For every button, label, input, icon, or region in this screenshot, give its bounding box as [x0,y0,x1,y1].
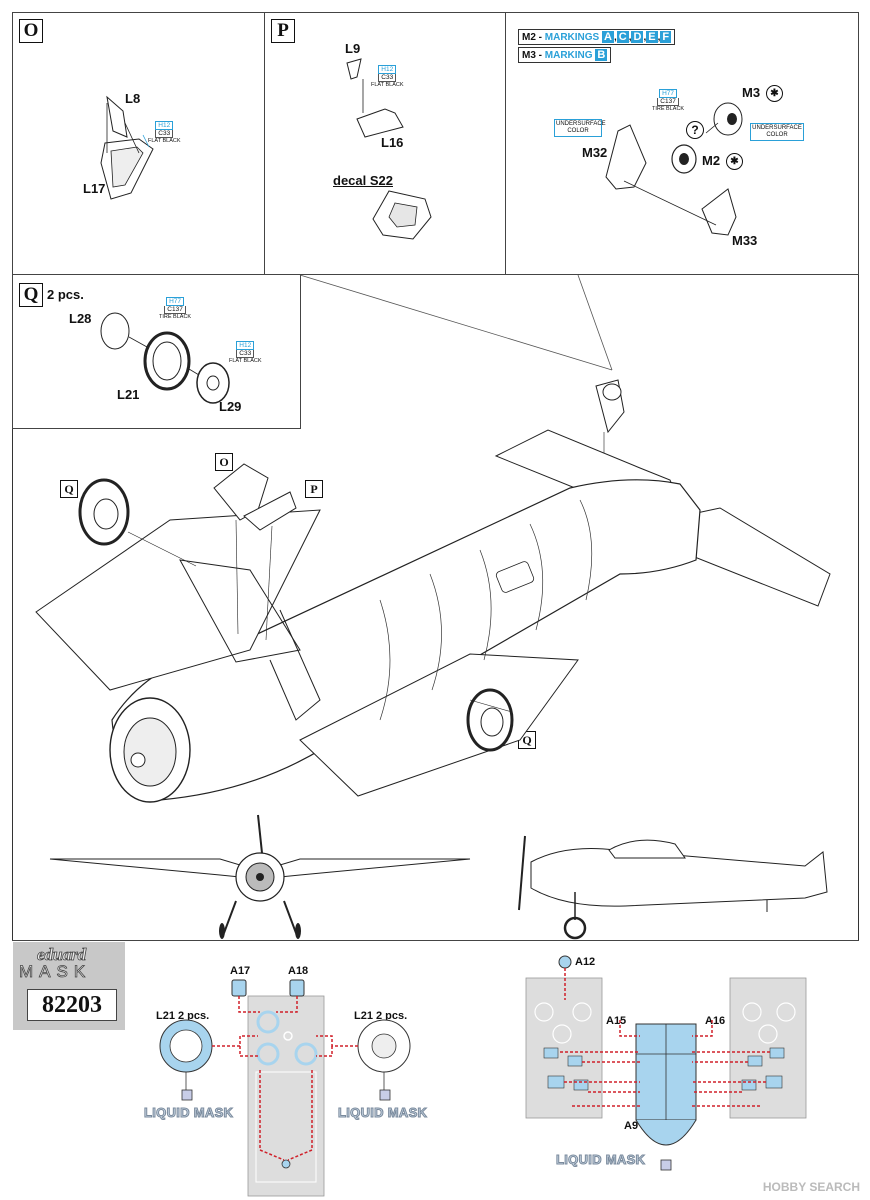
watermark-text: HOBBY SEARCH [762,1180,860,1194]
callout-q-left: Q [60,480,78,498]
mask-l21-right-label: L21 2 pcs. [354,1010,408,1022]
mask-a9-label: A9 [624,1120,639,1132]
step-p-badge: P [271,19,295,43]
part-l16-label: L16 [381,135,404,150]
mask-sheet-left-drawing [159,979,411,1197]
undersurface-right-label: UNDERSURFACE COLOR [750,123,804,141]
paint-code-p: H12 C33 FLAT BLACK [371,65,404,88]
part-l28-label: L28 [69,311,92,326]
mask-a12-label: A12 [575,956,596,968]
step-markings-panel: M2 - MARKINGS A,C,D,E,F M3 - MARKING B H… [505,12,859,275]
step-p-panel: P L9 L16 H12 C33 FLAT BLACK decal S22 [264,12,506,275]
part-m3-label: M3 [742,85,761,100]
part-l8-label: L8 [125,91,141,106]
aircraft-side-view [518,835,828,940]
part-m2-label: M2 [702,153,721,168]
main-wheel-drawing [100,312,230,404]
part-l9-label: L9 [345,41,361,56]
aircraft-front-view [49,814,471,939]
paint-code-wheel-hub: H12 C33 FLAT BLACK [229,341,262,364]
mask-section [12,940,859,1188]
liquid-mask-bottom-label: LIQUID MASK [555,1152,646,1168]
aircraft-main-drawing [35,274,831,803]
part-l21-label: L21 [117,387,140,402]
brand-eduard: eduard [37,945,87,965]
tailwheel-assembly-drawing [605,102,743,236]
undersurface-left-label: UNDERSURFACE COLOR [554,119,606,137]
decal-s22-label: decal S22 [333,173,393,188]
mask-l21-left-label: L21 2 pcs. [156,1010,210,1022]
part-l8-l17-drawing [100,95,154,200]
mask-a16-label: A16 [705,1015,726,1027]
mask-a18-label: A18 [288,965,309,977]
step-o-panel: O L8 L17 H12 C33 FLAT BLACK [12,12,265,275]
mask-product-number: 82203 [27,989,117,1021]
paint-code-o: H12 C33 FLAT BLACK [148,121,181,144]
eduard-mask-logo: eduard MASK 82203 [13,942,125,1030]
part-l17-label: L17 [83,181,106,196]
question-mark-icon: ? [686,121,704,139]
part-l9-l16-drawing [346,58,432,240]
step-q-quantity: 2 pcs. [47,287,84,302]
liquid-mask-left-label: LIQUID MASK [143,1105,234,1121]
part-l29-label: L29 [219,399,242,414]
step-o-badge: O [19,19,43,43]
liquid-mask-right-label: LIQUID MASK [337,1105,428,1121]
markings-m2-bar: M2 - MARKINGS A,C,D,E,F [518,29,676,45]
brand-mask-word: MASK [19,962,92,982]
mask-sheet-right-drawing [525,955,807,1171]
part-m32-label: M32 [582,145,608,160]
markings-m3-bar: M3 - MARKING B [518,47,612,63]
step-q-panel: Q 2 pcs. L28 L21 L29 H77 C137 TIRE BLACK… [12,274,301,429]
star-roundel-icon-m3: ✱ [766,85,783,102]
paint-code-wheel-tire: H77 C137 TIRE BLACK [159,297,192,320]
mask-a17-label: A17 [230,965,251,977]
mask-a15-label: A15 [606,1015,627,1027]
callout-p: P [305,480,323,498]
paint-code-tire: H77 C137 TIRE BLACK [652,89,685,112]
step-q-badge: Q [19,283,43,307]
part-m33-label: M33 [732,233,758,248]
star-roundel-icon-m2: ✱ [726,153,743,170]
callout-o: O [215,453,233,471]
hobby-search-watermark: HOBBY SEARCH [763,1180,860,1194]
